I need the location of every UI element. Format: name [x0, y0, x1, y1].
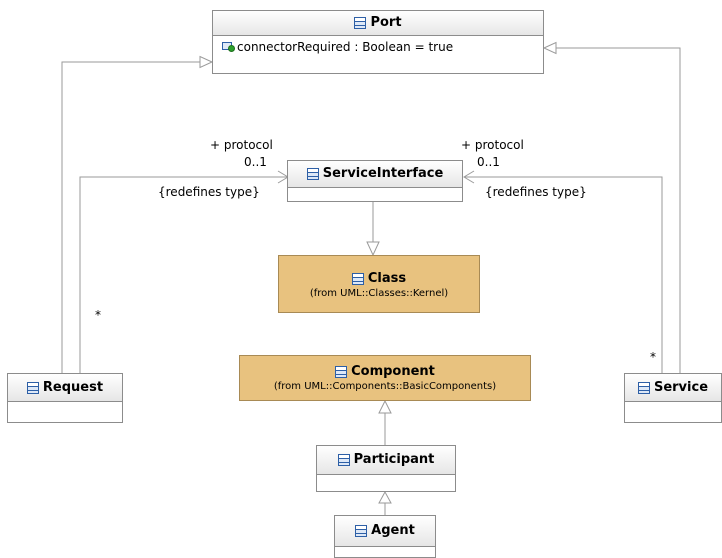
service-name: Service — [653, 379, 709, 395]
left-multiplicity-end: 0..1 — [244, 155, 267, 169]
left-multiplicity-start: * — [95, 308, 101, 322]
port-attributes: connectorRequired : Boolean = true — [213, 35, 543, 73]
class-arrowhead — [366, 241, 380, 257]
serviceinterface-name: ServiceInterface — [322, 166, 444, 181]
class-source: (from UML::Classes::Kernel) — [309, 287, 449, 299]
class-icon — [355, 525, 368, 537]
component-name: Component — [351, 363, 435, 379]
serviceinterface-attributes — [288, 187, 462, 201]
port-class[interactable]: Port connectorRequired : Boolean = true — [212, 10, 544, 74]
service-header: Service — [625, 374, 721, 401]
agent-header: Agent — [335, 516, 435, 546]
serviceinterface-class[interactable]: ServiceInterface — [287, 160, 463, 202]
participant-name: Participant — [353, 452, 435, 467]
component-header: Component (from UML::Components::BasicCo… — [240, 356, 530, 400]
right-role-label: + protocol — [461, 138, 524, 152]
right-association-arrow — [463, 170, 475, 184]
component-source: (from UML::Components::BasicComponents) — [273, 380, 497, 392]
service-class[interactable]: Service — [624, 373, 722, 423]
agent-name: Agent — [371, 523, 415, 538]
request-serviceinterface-association — [79, 176, 288, 373]
right-constraint: {redefines type} — [485, 185, 587, 199]
request-class[interactable]: Request — [7, 373, 123, 423]
request-port-generalization — [61, 61, 202, 373]
participant-arrowhead — [378, 490, 392, 504]
agent-class[interactable]: Agent — [334, 515, 436, 558]
participant-class[interactable]: Participant — [316, 445, 456, 492]
service-serviceinterface-association — [464, 176, 663, 373]
class-icon — [351, 272, 364, 285]
class-icon — [26, 381, 39, 394]
port-header: Port — [213, 11, 543, 35]
port-attribute-icon — [222, 41, 235, 52]
request-name: Request — [42, 379, 104, 395]
component-class[interactable]: Component (from UML::Components::BasicCo… — [239, 355, 531, 401]
agent-attributes — [335, 546, 435, 557]
left-role-label: + protocol — [210, 138, 273, 152]
class-icon — [354, 17, 367, 29]
port-left-arrowhead — [199, 55, 214, 69]
class-icon — [637, 381, 650, 394]
participant-header: Participant — [317, 446, 455, 474]
service-port-generalization — [554, 47, 681, 373]
port-attribute[interactable]: connectorRequired : Boolean = true — [237, 40, 454, 54]
participant-attributes — [317, 474, 455, 491]
class-header: Class (from UML::Classes::Kernel) — [279, 256, 479, 312]
request-header: Request — [8, 374, 122, 401]
class-name: Class — [367, 270, 407, 286]
class-icon — [337, 454, 350, 466]
service-attributes — [625, 401, 721, 422]
class-icon — [306, 168, 319, 180]
request-attributes — [8, 401, 122, 422]
component-arrowhead — [378, 399, 392, 414]
port-right-arrowhead — [542, 41, 557, 55]
right-multiplicity-end: 0..1 — [477, 155, 500, 169]
class-icon — [335, 365, 348, 378]
serviceinterface-header: ServiceInterface — [288, 161, 462, 187]
left-constraint: {redefines type} — [158, 185, 260, 199]
right-multiplicity-start: * — [650, 350, 656, 364]
class-class[interactable]: Class (from UML::Classes::Kernel) — [278, 255, 480, 313]
port-name: Port — [370, 15, 402, 30]
